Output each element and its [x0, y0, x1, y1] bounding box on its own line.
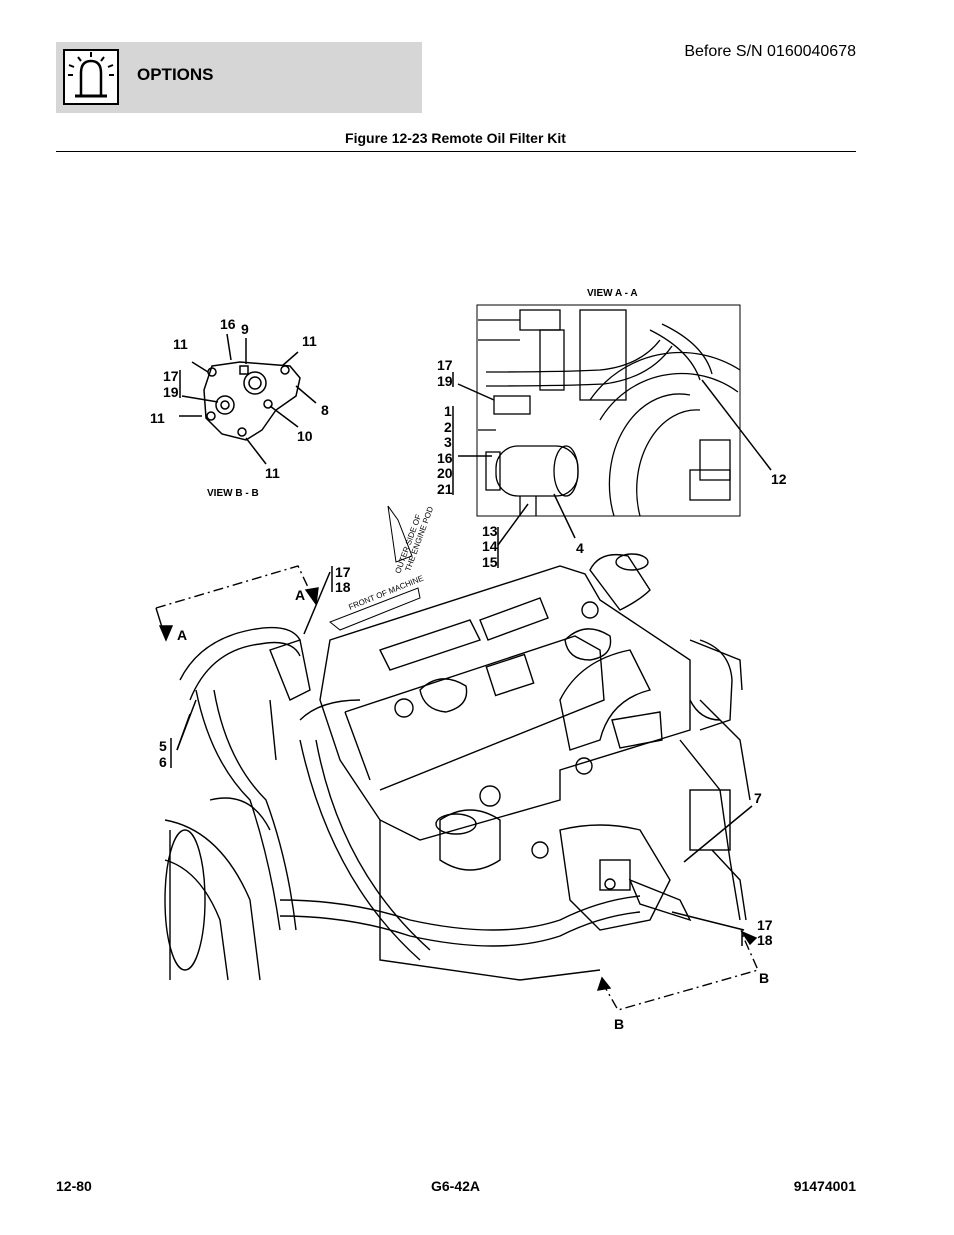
callout-11-bb-b: 11	[302, 333, 317, 349]
callout-20-aa: 20	[437, 465, 453, 481]
document-number: 91474001	[793, 1178, 856, 1194]
model-number: G6-42A	[430, 1178, 481, 1194]
front-of-machine-label: FRONT OF MACHINE	[347, 574, 424, 612]
section-a-label-2: A	[177, 627, 187, 643]
callout-14-aa: 14	[482, 538, 498, 554]
view-bb-detail	[179, 333, 317, 465]
section-a-label-1: A	[295, 587, 305, 603]
callout-18-main-b: 18	[757, 932, 773, 948]
callout-9-bb: 9	[241, 321, 249, 337]
callout-16-aa: 16	[437, 450, 453, 466]
view-aa-label: VIEW A - A	[587, 288, 638, 299]
section-title: OPTIONS	[137, 65, 214, 84]
serial-number-note: Before S/N 0160040678	[684, 43, 856, 60]
callout-21-aa: 21	[437, 481, 453, 497]
callout-7-main: 7	[754, 790, 762, 806]
callout-13-aa: 13	[482, 523, 498, 539]
header-rule	[56, 151, 856, 152]
callout-17-main-a: 17	[335, 564, 351, 580]
callout-17-bb: 17	[163, 368, 179, 384]
callout-11-bb-c: 11	[150, 410, 165, 426]
section-b-label-1: B	[759, 970, 769, 986]
engine-main-drawing	[155, 553, 759, 1011]
callout-2-aa: 2	[444, 419, 452, 435]
callout-12-aa: 12	[771, 471, 787, 487]
callout-1-aa: 1	[444, 403, 452, 419]
figure-title: Figure 12-23 Remote Oil Filter Kit	[345, 130, 566, 146]
callout-4-aa: 4	[576, 540, 584, 556]
callout-18-main-a: 18	[335, 579, 351, 595]
callout-6-main: 6	[159, 754, 167, 770]
callout-17-main-b: 17	[757, 917, 773, 933]
callout-11-bb-d: 11	[265, 465, 280, 481]
view-bb-label: VIEW B - B	[207, 488, 259, 499]
callout-15-aa: 15	[482, 554, 498, 570]
beacon-light-icon	[63, 49, 119, 105]
callout-10-bb: 10	[297, 428, 313, 444]
callout-19-aa: 19	[437, 373, 453, 389]
callout-19-bb: 19	[163, 384, 179, 400]
callout-8-bb: 8	[321, 402, 329, 418]
callout-17-aa: 17	[437, 357, 453, 373]
callout-11-bb-a: 11	[173, 336, 188, 352]
view-aa-detail	[452, 304, 772, 568]
callout-3-aa: 3	[444, 434, 452, 450]
page-number: 12-80	[56, 1178, 92, 1194]
section-b-label-2: B	[614, 1016, 624, 1032]
callout-16-bb: 16	[220, 316, 236, 332]
callout-5-main: 5	[159, 738, 167, 754]
